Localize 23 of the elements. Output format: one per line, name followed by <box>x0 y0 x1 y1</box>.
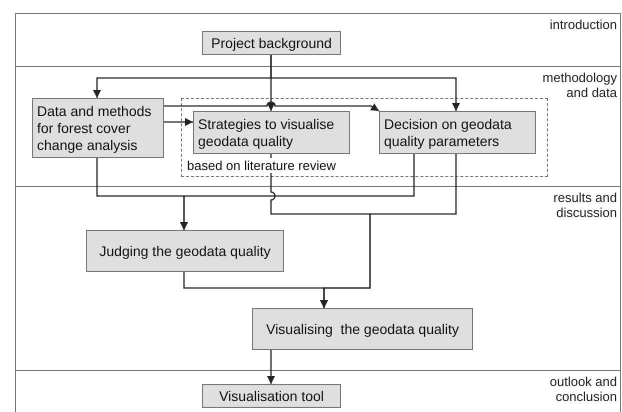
process-box: Project background <box>202 31 341 55</box>
process-box: Decision on geodata quality parameters <box>379 111 536 154</box>
process-box: Data and methods for forest cover change analysis <box>32 98 164 158</box>
process-box: Strategies to visualise geodata quality <box>193 111 350 154</box>
group-label: based on literature review <box>186 158 337 173</box>
connector-arrow <box>270 55 460 111</box>
process-box: Visualisation tool <box>202 384 341 408</box>
process-box: Visualising the geodata quality <box>252 308 473 350</box>
connector-arrow <box>164 101 380 112</box>
connector-arrow <box>267 350 275 384</box>
dashed-group-box <box>181 98 548 177</box>
section-band <box>15 13 621 66</box>
section-label: introduction <box>548 17 617 32</box>
connector-arrow <box>180 154 415 230</box>
section-band <box>15 370 621 412</box>
process-box: Judging the geodata quality <box>86 230 284 272</box>
section-label: results and discussion <box>552 190 617 220</box>
section-band <box>15 66 621 186</box>
connector-arrow <box>164 118 193 126</box>
section-band <box>15 186 621 370</box>
connector-arrow <box>183 272 328 308</box>
section-label: methodology and data <box>542 70 617 100</box>
section-label: outlook and conclusion <box>548 374 617 404</box>
